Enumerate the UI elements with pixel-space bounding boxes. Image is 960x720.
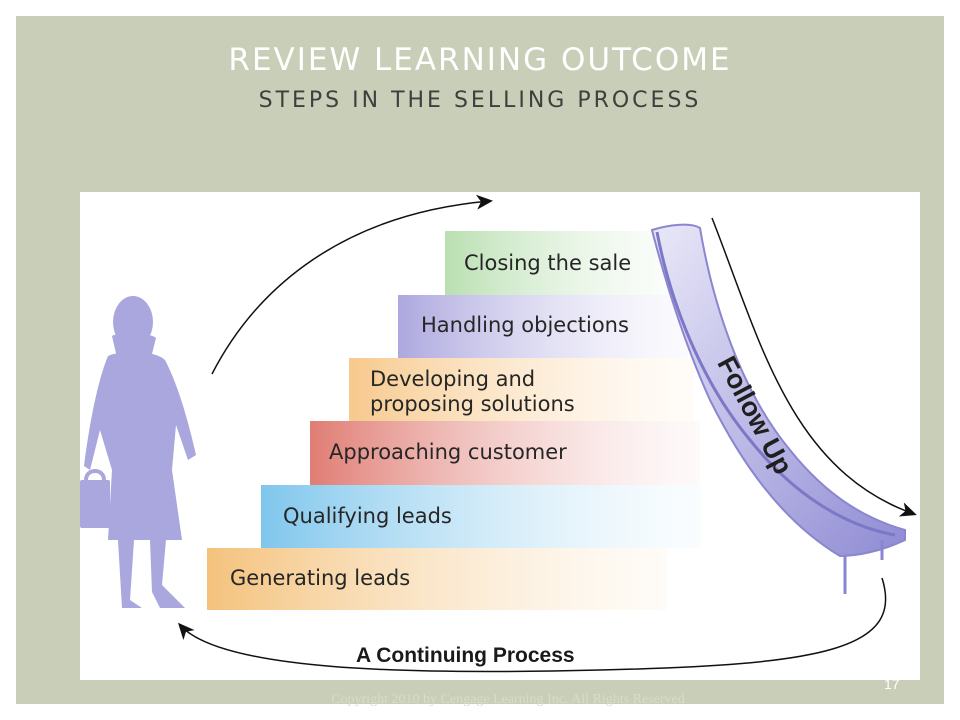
slide-title: REVIEW LEARNING OUTCOME	[228, 42, 732, 78]
step-label-line2: proposing solutions	[370, 392, 575, 416]
step-label: Handling objections	[421, 313, 629, 337]
step-bar-qualifying-leads	[261, 485, 701, 548]
step-bar-generating-leads	[207, 548, 667, 610]
upper-arrow	[211, 194, 493, 375]
step-bar-handling-objections	[398, 295, 688, 358]
right-arrow	[711, 217, 917, 517]
step-label: Qualifying leads	[283, 504, 452, 528]
step-bar-developing-proposing	[349, 358, 694, 421]
follow-up-slide-rail	[655, 231, 896, 537]
step-label: Closing the sale	[464, 251, 632, 275]
step-label-line1: Developing and	[370, 367, 536, 391]
step-label: Generating leads	[230, 566, 411, 590]
continuing-process-label: A Continuing Process	[356, 644, 575, 667]
continuing-arrow	[178, 577, 887, 673]
salesperson-silhouette	[80, 296, 196, 608]
page-number: 17	[884, 676, 900, 692]
slide-subtitle: STEPS IN THE SELLING PROCESS	[258, 88, 702, 113]
copyright-notice: Copyright 2010 by Cengage Learning Inc. …	[331, 692, 685, 707]
step-label: Approaching customer	[329, 440, 567, 464]
follow-up-slide	[650, 223, 906, 558]
step-bar-closing-the-sale	[445, 231, 670, 295]
step-bar-approaching-customer	[310, 421, 700, 485]
